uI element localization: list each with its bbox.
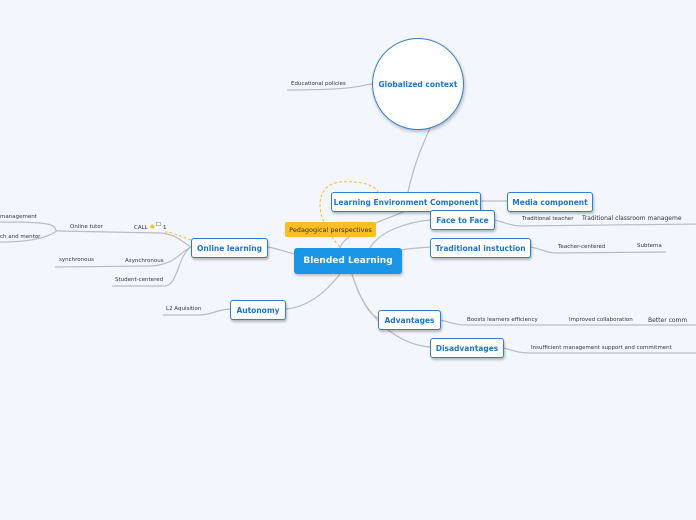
face-to-face-node[interactable]: Face to Face (430, 210, 495, 230)
boosts-efficiency[interactable]: Boosts learners efficiency (467, 317, 538, 323)
traditional-classroom[interactable]: Traditional classroom manageme (582, 215, 682, 222)
better-comm[interactable]: Better comm (648, 317, 688, 324)
educational-policies[interactable]: Educational policies (291, 81, 346, 87)
insufficient-management[interactable]: Insufficient management support and comm… (531, 345, 672, 351)
online-learning-node[interactable]: Online learning (191, 238, 268, 258)
disadvantages-node[interactable]: Disadvantages (430, 338, 504, 358)
online-tutor[interactable]: Online tutor (70, 224, 103, 230)
improved-collaboration[interactable]: Improved collaboration (569, 317, 633, 323)
autonomy-node[interactable]: Autonomy (230, 300, 286, 320)
note-icon: ☐ (156, 222, 161, 228)
link-dot-icon: ● (150, 224, 155, 230)
pedagogical-perspectives-callout[interactable]: Pedagogical perspectives (285, 222, 376, 237)
synchronous[interactable]: synchronous (59, 257, 94, 263)
call-count: 1 (163, 225, 167, 231)
advantages-node[interactable]: Advantages (378, 310, 441, 330)
subtema[interactable]: Subtema (637, 243, 662, 249)
traditional-teacher[interactable]: Traditional teacher (522, 216, 574, 222)
management[interactable]: management (0, 214, 37, 220)
teacher-centered[interactable]: Teacher-centered (558, 244, 606, 250)
coach-and-mentor[interactable]: ch and mentor (0, 234, 41, 240)
learning-environment-node[interactable]: Learning Environment Component (331, 192, 481, 212)
student-centered[interactable]: Student-centered (115, 277, 164, 283)
l2-acquisition[interactable]: L2 Aquisition (166, 306, 202, 312)
asynchronous[interactable]: Asynchronous (125, 258, 164, 264)
traditional-instruction-node[interactable]: Traditional instuction (430, 238, 531, 258)
media-component-node[interactable]: Media component (507, 192, 593, 212)
central-topic[interactable]: Blended Learning (294, 248, 402, 274)
call-label[interactable]: CALL (134, 225, 148, 231)
globalized-context-node[interactable]: Globalized context (372, 38, 464, 130)
